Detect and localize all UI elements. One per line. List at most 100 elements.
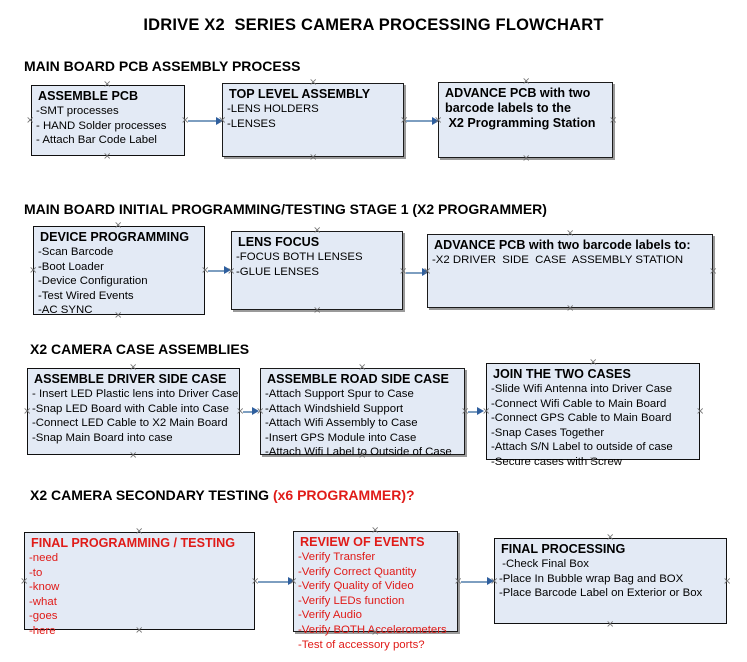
connection-marker xyxy=(723,577,731,587)
box-title: ASSEMBLE PCB xyxy=(38,89,139,103)
connector-arrow xyxy=(406,120,434,122)
box-title: TOP LEVEL ASSEMBLY xyxy=(229,87,371,101)
box-line: -here xyxy=(29,624,56,637)
section-heading-2-text: MAIN BOARD INITIAL PROGRAMMING/TESTING S… xyxy=(24,201,547,217)
connection-marker xyxy=(26,116,34,126)
box-review-of-events[interactable]: REVIEW OF EVENTS -Verify Transfer -Verif… xyxy=(293,531,458,651)
connection-marker xyxy=(609,116,617,126)
box-line: -Verify Audio xyxy=(298,609,362,622)
box-title: ASSEMBLE ROAD SIDE CASE xyxy=(267,372,449,386)
section-heading-4-text: X2 CAMERA SECONDARY TESTING xyxy=(30,487,273,503)
connector-arrow xyxy=(188,120,218,122)
box-device-programming[interactable]: DEVICE PROGRAMMING -Scan Barcode -Boot L… xyxy=(33,226,205,317)
box-line: -Scan Barcode xyxy=(38,246,114,258)
box-line: -Connect GPS Cable to Main Board xyxy=(491,412,672,425)
box-assemble-road-side-case[interactable]: ASSEMBLE ROAD SIDE CASE -Attach Support … xyxy=(260,368,465,458)
arrowhead-icon xyxy=(477,407,484,415)
box-advance-pcb-driver-side[interactable]: ADVANCE PCB with two barcode labels to: … xyxy=(427,234,713,308)
box-advance-pcb-station[interactable]: ADVANCE PCB with two barcode labels to t… xyxy=(438,82,613,158)
box-line: -Slide Wifi Antenna into Driver Case xyxy=(491,383,673,395)
box-line: -Attach Wifi Assembly to Case xyxy=(265,417,418,430)
connection-marker xyxy=(129,363,137,373)
box-final-processing[interactable]: FINAL PROCESSING -Check Final Box -Place… xyxy=(494,538,727,624)
box-line: -goes xyxy=(29,610,58,623)
box-assemble-pcb[interactable]: ASSEMBLE PCB -SMT processes - HAND Solde… xyxy=(31,85,185,156)
connection-marker xyxy=(103,80,111,90)
box-line: -SMT processes xyxy=(36,105,119,117)
box-line: -X2 DRIVER SIDE CASE ASSEMBLY STATION xyxy=(432,254,684,266)
connection-marker xyxy=(29,266,37,276)
connection-marker xyxy=(309,78,317,88)
box-line: -GLUE LENSES xyxy=(236,265,319,278)
box-title: REVIEW OF EVENTS xyxy=(300,535,425,549)
connection-marker xyxy=(371,526,379,536)
box-line: -FOCUS BOTH LENSES xyxy=(236,251,363,263)
box-assemble-driver-side-case[interactable]: ASSEMBLE DRIVER SIDE CASE - Insert LED P… xyxy=(27,368,240,455)
box-line: -Verify Correct Quantity xyxy=(298,565,417,578)
box-top-level-assembly[interactable]: TOP LEVEL ASSEMBLY -LENS HOLDERS -LENSES xyxy=(222,83,404,157)
box-line: -Snap Main Board into case xyxy=(32,431,173,444)
box-line: -what xyxy=(29,595,57,608)
connection-marker xyxy=(566,304,574,314)
box-final-programming-testing[interactable]: FINAL PROGRAMMING / TESTING -need -to -k… xyxy=(24,532,255,637)
connection-marker xyxy=(606,620,614,630)
connection-marker xyxy=(289,577,297,587)
connection-marker xyxy=(709,267,717,277)
connection-marker xyxy=(309,153,317,163)
connection-marker xyxy=(522,77,530,87)
box-line: - Insert LED Plastic lens into Driver Ca… xyxy=(32,388,239,400)
box-line-overflow: -Test of accessory ports? xyxy=(298,638,425,651)
box-line: -LENSES xyxy=(227,117,276,130)
box-line: -LENS HOLDERS xyxy=(227,103,319,115)
box-line: -Verify Transfer xyxy=(298,551,376,563)
connector-arrow xyxy=(208,270,226,272)
box-line: -AC SYNC xyxy=(38,304,93,317)
connection-marker xyxy=(589,358,597,368)
box-line: -Test Wired Events xyxy=(38,289,134,302)
connection-marker xyxy=(135,527,143,537)
connector-arrow xyxy=(461,581,489,583)
connection-marker xyxy=(114,221,122,231)
box-line: -Secure cases with Screw xyxy=(491,455,623,468)
box-line: -Verify BOTH Accelerometers xyxy=(298,623,447,636)
box-line: -Place In Bubble wrap Bag and BOX xyxy=(499,572,684,585)
section-heading-1-text: MAIN BOARD PCB ASSEMBLY PROCESS xyxy=(24,58,301,74)
box-line: -need xyxy=(29,552,59,564)
section-heading-2: MAIN BOARD INITIAL PROGRAMMING/TESTING S… xyxy=(24,201,547,217)
box-line: -Attach S/N Label to outside of case xyxy=(491,441,673,454)
section-heading-3: X2 CAMERA CASE ASSEMBLIES xyxy=(30,341,249,357)
box-lens-focus[interactable]: LENS FOCUS -FOCUS BOTH LENSES -GLUE LENS… xyxy=(231,231,403,310)
connection-marker xyxy=(490,577,498,587)
connection-marker xyxy=(256,407,264,417)
box-title: ASSEMBLE DRIVER SIDE CASE xyxy=(34,372,227,386)
connector-arrow xyxy=(258,581,290,583)
box-line: -Snap LED Board with Cable into Case xyxy=(32,402,229,415)
section-heading-1: MAIN BOARD PCB ASSEMBLY PROCESS xyxy=(24,58,300,74)
box-line: -Snap Cases Together xyxy=(491,426,605,439)
box-line: - Attach Bar Code Label xyxy=(36,134,157,147)
box-line: -Boot Loader xyxy=(38,260,104,273)
box-join-the-two-cases[interactable]: JOIN THE TWO CASES -Slide Wifi Antenna i… xyxy=(486,363,700,468)
connection-marker xyxy=(589,456,597,466)
section-heading-4: X2 CAMERA SECONDARY TESTING (x6 PROGRAMM… xyxy=(30,487,415,503)
connection-marker xyxy=(313,306,321,316)
connection-marker xyxy=(566,229,574,239)
connection-marker xyxy=(482,407,490,417)
connection-marker xyxy=(423,267,431,277)
box-line: -Attach Windshield Support xyxy=(265,402,404,415)
box-line: -Place Barcode Label on Exterior or Box xyxy=(499,587,703,600)
page-title: IDRIVE X2 SERIES CAMERA PROCESSING FLOWC… xyxy=(143,16,604,34)
connection-marker xyxy=(434,116,442,126)
box-title: ADVANCE PCB with two xyxy=(445,86,591,100)
box-title: LENS FOCUS xyxy=(238,235,320,249)
section-heading-3-text: X2 CAMERA CASE ASSEMBLIES xyxy=(30,341,250,357)
box-line: -Check Final Box xyxy=(499,558,589,570)
connection-marker xyxy=(218,116,226,126)
connection-marker xyxy=(606,533,614,543)
connection-marker xyxy=(103,152,111,162)
box-line: -Device Configuration xyxy=(38,275,148,288)
box-line: -Connect LED Cable to X2 Main Board xyxy=(32,417,228,430)
box-line: -know xyxy=(29,581,60,594)
connection-marker xyxy=(135,626,143,636)
